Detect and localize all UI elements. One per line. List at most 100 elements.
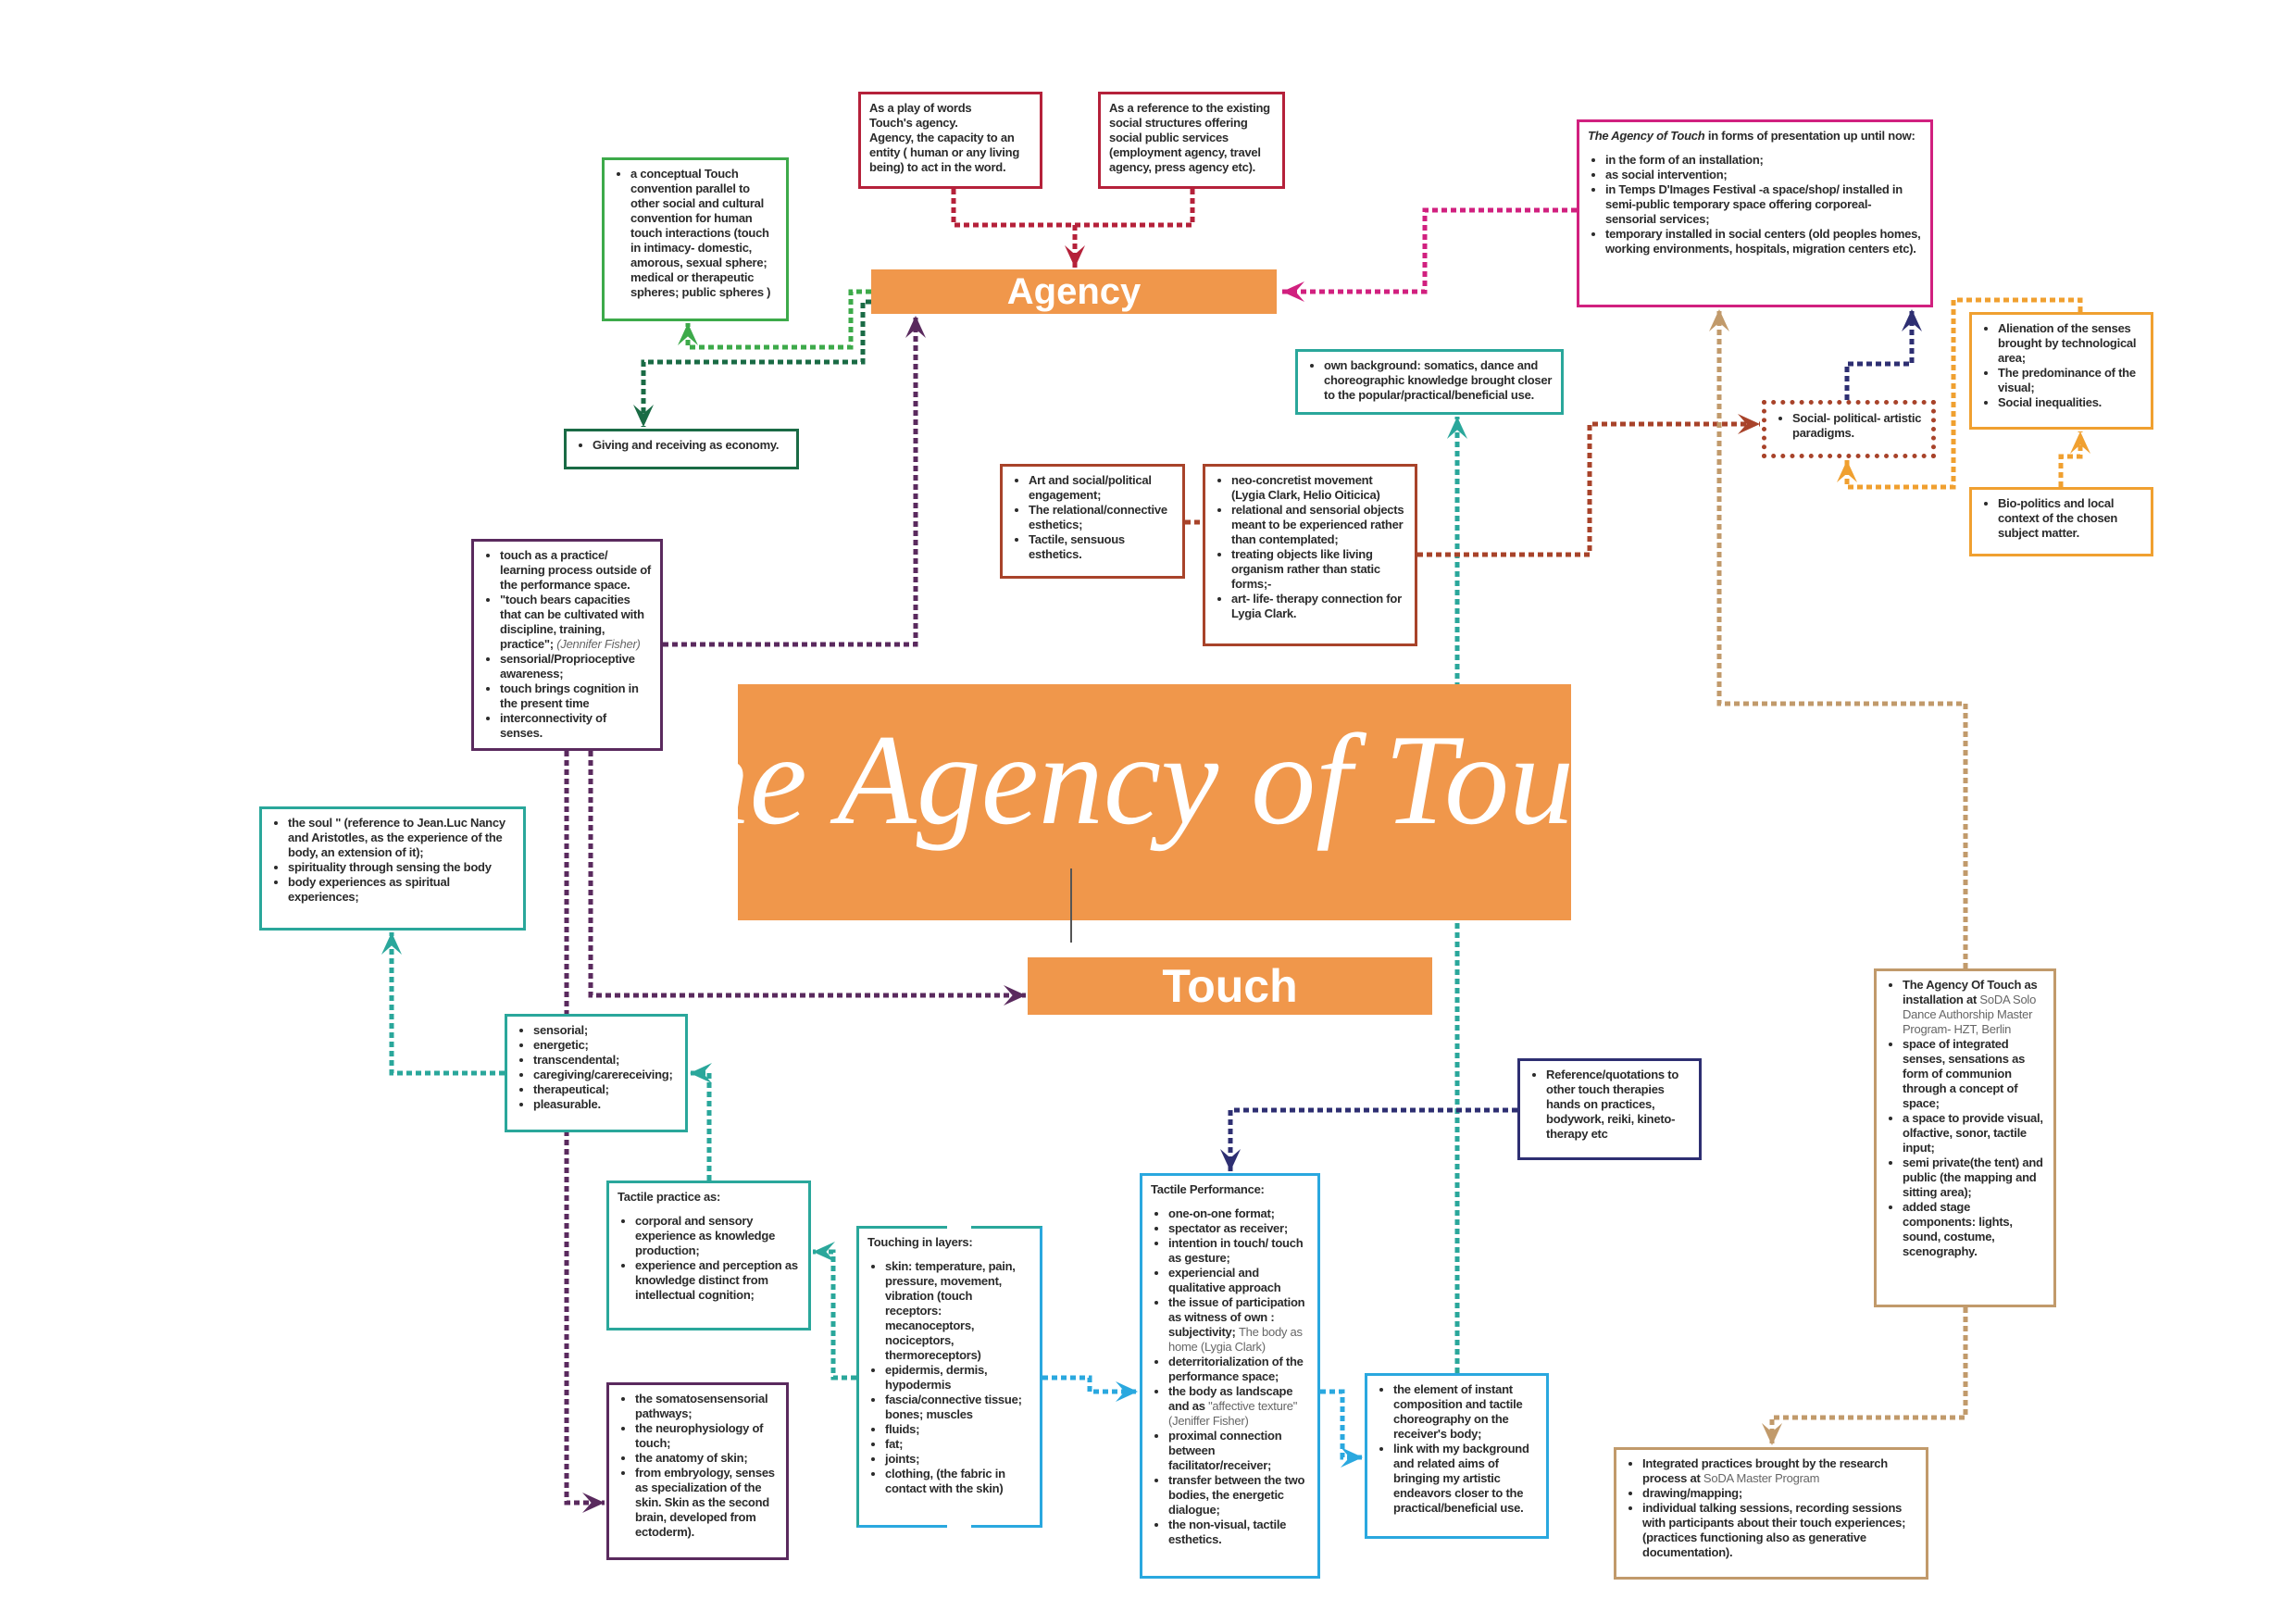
bullet-list: Bio-politics and local context of the ch…: [1980, 496, 2142, 541]
bullet-list: the soul " (reference to Jean.Luc Nancy …: [270, 816, 515, 905]
bullet-item: interconnectivity of senses.: [500, 711, 652, 741]
bullet-item: Giving and receiving as economy.: [593, 438, 788, 453]
bullet-text: body experiences as spiritual experience…: [288, 875, 450, 904]
box-social-structures: As a reference to the existing social st…: [1098, 92, 1285, 189]
bullet-text: deterritorialization of the performance …: [1168, 1355, 1304, 1383]
bullet-item: Reference/quotations to other touch ther…: [1546, 1068, 1691, 1142]
bullet-text: in Temps D'Images Festival -a space/shop…: [1605, 182, 1903, 226]
bullet-item: sensorial/Proprioceptive awareness;: [500, 652, 652, 681]
box-touch-practice: touch as a practice/ learning process ou…: [471, 539, 663, 751]
bullet-item: The Agency Of Touch as installation at S…: [1903, 978, 2045, 1037]
bullet-item: the non-visual, tactile esthetics.: [1168, 1518, 1309, 1547]
bullet-item: "touch bears capacities that can be cult…: [500, 593, 652, 652]
box-soda-installation: The Agency Of Touch as installation at S…: [1874, 968, 2056, 1307]
bullet-text: a space to provide visual, olfactive, so…: [1903, 1111, 2043, 1155]
bullet-text: fat;: [885, 1437, 904, 1451]
bullet-item: pleasurable.: [533, 1097, 677, 1112]
box-touching-layers: Touching in layers: skin: temperature, pa…: [856, 1226, 1042, 1528]
citation-note: SoDA Solo Dance Authorship Master Progra…: [1903, 993, 2037, 1036]
bullet-text: relational and sensorial objects meant t…: [1231, 503, 1404, 546]
darkgreen-arrow-economy: [641, 299, 871, 427]
bullet-text: sensorial;: [533, 1023, 588, 1037]
handwritten-title: The Agency of Touch: [613, 708, 1696, 852]
bullet-text: skin: temperature, pain, pressure, movem…: [885, 1259, 1016, 1362]
bullet-item: experiencial and qualitative approach: [1168, 1266, 1309, 1295]
touch-node: Touch: [1028, 957, 1432, 1015]
box-tactile-practice: Tactile practice as:corporal and sensory…: [606, 1181, 811, 1330]
bullet-text: drawing/mapping;: [1642, 1486, 1742, 1500]
box-heading: The Agency of Touch in forms of presenta…: [1588, 129, 1922, 144]
bullet-list: the somatosensensorial pathways;the neur…: [618, 1392, 778, 1540]
bullet-item: as social intervention;: [1605, 168, 1922, 182]
citation-note: The body as home (Lygia Clark): [1168, 1325, 1303, 1354]
bullet-list: skin: temperature, pain, pressure, movem…: [867, 1259, 1031, 1496]
bullet-text: the element of instant composition and t…: [1393, 1382, 1523, 1441]
arrowhead-icon: [1116, 1381, 1138, 1402]
bullet-text: in the form of an installation;: [1605, 153, 1764, 167]
box-heading-italic: The Agency of Touch: [1588, 129, 1705, 143]
bullet-item: the issue of participation as witness of…: [1168, 1295, 1309, 1355]
bullet-item: the soul " (reference to Jean.Luc Nancy …: [288, 816, 515, 860]
box-giving-receiving: Giving and receiving as economy.: [564, 429, 799, 469]
citation-note: SoDA Master Program: [1703, 1471, 1820, 1485]
box-paradigms: Social- political- artistic paradigms.: [1762, 400, 1936, 458]
box-heading-text: Tactile Performance:: [1151, 1182, 1265, 1196]
bullet-text: touch as a practice/ learning process ou…: [500, 548, 652, 592]
bullet-list: sensorial;energetic;transcendental;careg…: [516, 1023, 677, 1112]
bullet-list: Giving and receiving as economy.: [575, 438, 788, 453]
bullet-item: semi private(the tent) and public (the m…: [1903, 1156, 2045, 1200]
bullet-text: temporary installed in social centers (o…: [1605, 227, 1921, 256]
bullet-text: interconnectivity of senses.: [500, 711, 606, 740]
bullet-item: in the form of an installation;: [1605, 153, 1922, 168]
citation-note: (Jennifer Fisher): [556, 637, 641, 651]
bullet-text: the body as landscape and as: [1168, 1384, 1293, 1413]
arrowhead-icon: [1220, 1149, 1241, 1171]
arrowhead-icon: [1837, 460, 1857, 482]
bullet-list: corporal and sensory experience as knowl…: [618, 1214, 800, 1303]
box-integrated-practices: Integrated practices brought by the rese…: [1614, 1447, 1928, 1580]
bullet-text: the somatosensensorial pathways;: [635, 1392, 768, 1420]
bullet-item: fat;: [885, 1437, 1031, 1452]
bullet-text: The relational/connective esthetics;: [1029, 503, 1167, 531]
teal-arrow-soul: [389, 932, 505, 1076]
tan-arrow-integrated: [1769, 1307, 1968, 1445]
bullet-text: spectator as receiver;: [1168, 1221, 1288, 1235]
bullet-item: a space to provide visual, olfactive, so…: [1903, 1111, 2045, 1156]
rust-arrow-paradigms: [1417, 421, 1760, 557]
bullet-text: proximal connection between facilitator/…: [1168, 1429, 1282, 1472]
box-somatosensory: the somatosensensorial pathways;the neur…: [606, 1382, 789, 1560]
bullet-list: in the form of an installation;as social…: [1588, 153, 1922, 256]
bullet-item: Social inequalities.: [1998, 395, 2142, 410]
bullet-item: intention in touch/ touch as gesture;: [1168, 1236, 1309, 1266]
bullet-list: touch as a practice/ learning process ou…: [482, 548, 652, 741]
bullet-text: spirituality through sensing the body: [288, 860, 492, 874]
amber-arrow-alienation: [2058, 431, 2083, 487]
box-heading: Touching in layers:: [867, 1235, 1031, 1250]
bullet-item: proximal connection between facilitator/…: [1168, 1429, 1309, 1473]
bullet-item: spirituality through sensing the body: [288, 860, 515, 875]
bullet-text: Giving and receiving as economy.: [593, 438, 780, 452]
pink-arrow-agency: [1282, 207, 1577, 294]
bullet-item: The relational/connective esthetics;: [1029, 503, 1174, 532]
arrowhead-icon: [1282, 281, 1304, 302]
bullet-list: Alienation of the senses brought by tech…: [1980, 321, 2142, 410]
purple-arrow-agency: [663, 316, 918, 647]
bullet-text: experience and perception as knowledge d…: [635, 1258, 798, 1302]
bullet-text: the issue of participation as witness of…: [1168, 1295, 1305, 1339]
box-qualities: sensorial;energetic;transcendental;careg…: [505, 1014, 688, 1132]
bullet-item: deterritorialization of the performance …: [1168, 1355, 1309, 1384]
bullet-text: the neurophysiology of touch;: [635, 1421, 764, 1450]
navy-arrow-presentation: [1844, 309, 1915, 400]
bullet-text: space of integrated senses, sensations a…: [1903, 1037, 2026, 1110]
bullet-text: sensorial/Proprioceptive awareness;: [500, 652, 635, 681]
bullet-text: the anatomy of skin;: [635, 1451, 748, 1465]
bullet-list: own background: somatics, dance and chor…: [1306, 358, 1553, 403]
arrowhead-icon: [813, 1242, 835, 1262]
bullet-list: Reference/quotations to other touch ther…: [1529, 1068, 1691, 1142]
bullet-text: The Agency Of Touch as installation at: [1903, 978, 2038, 1006]
bullet-item: added stage components: lights, sound, c…: [1903, 1200, 2045, 1259]
bullet-text: the soul " (reference to Jean.Luc Nancy …: [288, 816, 505, 859]
bullet-item: the neurophysiology of touch;: [635, 1421, 778, 1451]
arrowhead-icon: [1004, 985, 1026, 1006]
